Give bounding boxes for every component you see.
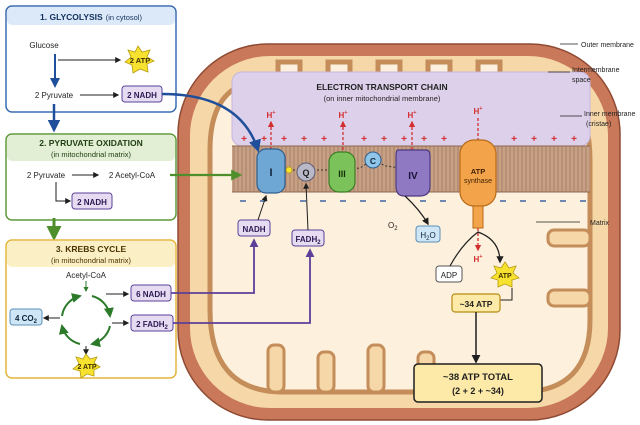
krebs-co2-box (9, 308, 43, 326)
svg-text:+: + (401, 134, 407, 145)
krebs-title: 3. KREBS CYCLE (56, 244, 127, 254)
oxidation-nadh-label: 2 NADH (77, 198, 107, 207)
etc-atp-star (490, 261, 520, 288)
atp-total-panel: ~38 ATP TOTAL (2 + 2 + ~34) (413, 363, 543, 403)
oxidation-to-nadh-arrow (55, 182, 72, 204)
total-line-1: ~38 ATP TOTAL (443, 372, 513, 383)
glycolysis-nadh-to-etc (161, 92, 261, 153)
svg-text:+: + (421, 134, 427, 145)
glycolysis-panel: 1. GLYCOLYSIS(in cytosol) Glucose 2 ATP … (5, 5, 177, 113)
svg-text:H+: H+ (267, 110, 276, 120)
krebs-location: (in mitochondrial matrix) (51, 256, 132, 265)
glycolysis-pyruvate-label: 2 Pyruvate (35, 91, 74, 100)
svg-text:+: + (261, 134, 267, 145)
svg-text:+: + (241, 134, 247, 145)
atp-synthase-label-1: ATP (471, 167, 485, 176)
fadh2-to-q (303, 182, 310, 231)
mitochondrion: + + + + + + + + + + + + + + ELECTRON TRANSPORT … (177, 43, 621, 421)
total-line-2: (2 + 2 + ~34) (452, 386, 504, 396)
svg-text:+: + (441, 134, 447, 145)
structure-labels: Outer membrane Intermembrane space Inner… (536, 42, 635, 227)
complex-iv (395, 149, 431, 197)
matrix-label: Matrix (590, 220, 610, 227)
outer-membrane-label: Outer membrane (581, 42, 634, 49)
glucose-label: Glucose (29, 41, 59, 50)
svg-text:+: + (511, 134, 517, 145)
oxidation-nadh-box (71, 192, 113, 210)
etc-title: ELECTRON TRANSPORT CHAIN (316, 82, 447, 92)
ubiquinone-q (296, 162, 316, 182)
krebs-nadh-to-etc (171, 238, 259, 294)
oxidation-output-label: 2 Acetyl-CoA (109, 171, 156, 180)
krebs-co2-label: 4 CO2 (15, 314, 38, 325)
adp-box (435, 265, 463, 283)
oxygen-label: O2 (388, 221, 398, 232)
svg-text:H+: H+ (474, 254, 483, 264)
pyruvate-oxidation-panel: 2. PYRUVATE OXIDATION (in mitochondrial … (5, 133, 177, 221)
proton-labels: H+ H+ H+ H+ H+ (267, 106, 483, 264)
nadh-to-complex-i (257, 194, 268, 221)
positive-charges: + + + + + + + + + + + + + + (241, 134, 577, 145)
water-label: H2O (420, 231, 435, 242)
svg-text:+: + (571, 134, 577, 145)
complex-iii (328, 151, 356, 193)
svg-text:H+: H+ (339, 110, 348, 120)
complex-iii-label: III (338, 169, 346, 179)
krebs-nadh-label: 6 NADH (136, 290, 166, 299)
complex-i-label: I (269, 167, 272, 179)
svg-text:+: + (381, 134, 387, 145)
atp-yield-label: ~34 ATP (460, 299, 493, 309)
complex-i (256, 148, 286, 194)
c-label: C (370, 156, 376, 166)
intermembrane-label-1: Intermembrane (572, 67, 620, 74)
svg-text:+: + (551, 134, 557, 145)
krebs-acetyl-label: Acetyl-CoA (66, 271, 107, 280)
krebs-fadh2-label: 2 FADH2 (136, 320, 168, 331)
atp-to-yield-bracket (500, 288, 513, 301)
svg-text:+: + (281, 134, 287, 145)
glycolysis-atp-label: 2 ATP (130, 56, 150, 65)
glycolysis-title: 1. GLYCOLYSIS(in cytosol) (40, 12, 142, 22)
pyruvate-oxidation-location: (in mitochondrial matrix) (51, 150, 132, 159)
water-box (415, 225, 441, 243)
krebs-cycle-ring (58, 293, 114, 348)
inner-membrane-label-1: Inner membrane (584, 111, 635, 118)
svg-text:+: + (361, 134, 367, 145)
krebs-fadh2-to-etc (173, 248, 315, 324)
svg-text:+: + (301, 134, 307, 145)
svg-text:+: + (531, 134, 537, 145)
adp-label: ADP (441, 271, 457, 280)
oxidation-input-label: 2 Pyruvate (27, 171, 66, 180)
intermembrane-label-2: space (572, 77, 591, 84)
glycolysis-nadh-label: 2 NADH (127, 91, 157, 100)
electron-spark (285, 166, 293, 174)
glycolysis-header (7, 7, 175, 25)
cytochrome-c (364, 151, 382, 169)
atp-synthase-stalk (472, 205, 484, 229)
krebs-cycle-panel: 3. KREBS CYCLE (in mitochondrial matrix)… (5, 239, 177, 379)
inner-membrane-label-2: (cristae) (586, 121, 611, 128)
svg-text:H+: H+ (474, 106, 483, 116)
etc-nadh-box (237, 219, 271, 237)
svg-text:+: + (321, 134, 327, 145)
svg-text:H+: H+ (408, 110, 417, 120)
complex-iv-label: IV (408, 171, 418, 182)
krebs-atp-star (72, 353, 101, 379)
etc-atp-label: ATP (498, 273, 512, 280)
glycolysis-atp-star (124, 45, 155, 74)
pyruvate-oxidation-title: 2. PYRUVATE OXIDATION (39, 138, 142, 148)
oxygen-arrow (404, 195, 429, 226)
atp-synthase-label-2: synthase (464, 178, 492, 185)
q-label: Q (302, 168, 309, 178)
adp-to-atp-arrow (449, 231, 504, 267)
krebs-header (7, 241, 175, 267)
krebs-atp-label: 2 ATP (77, 364, 96, 371)
pyruvate-oxidation-header (7, 135, 175, 161)
etc-fadh2-label: FADH2 (295, 235, 321, 246)
etc-subtitle: (on inner mitochondrial membrane) (324, 94, 441, 103)
etc-nadh-label: NADH (242, 225, 265, 234)
